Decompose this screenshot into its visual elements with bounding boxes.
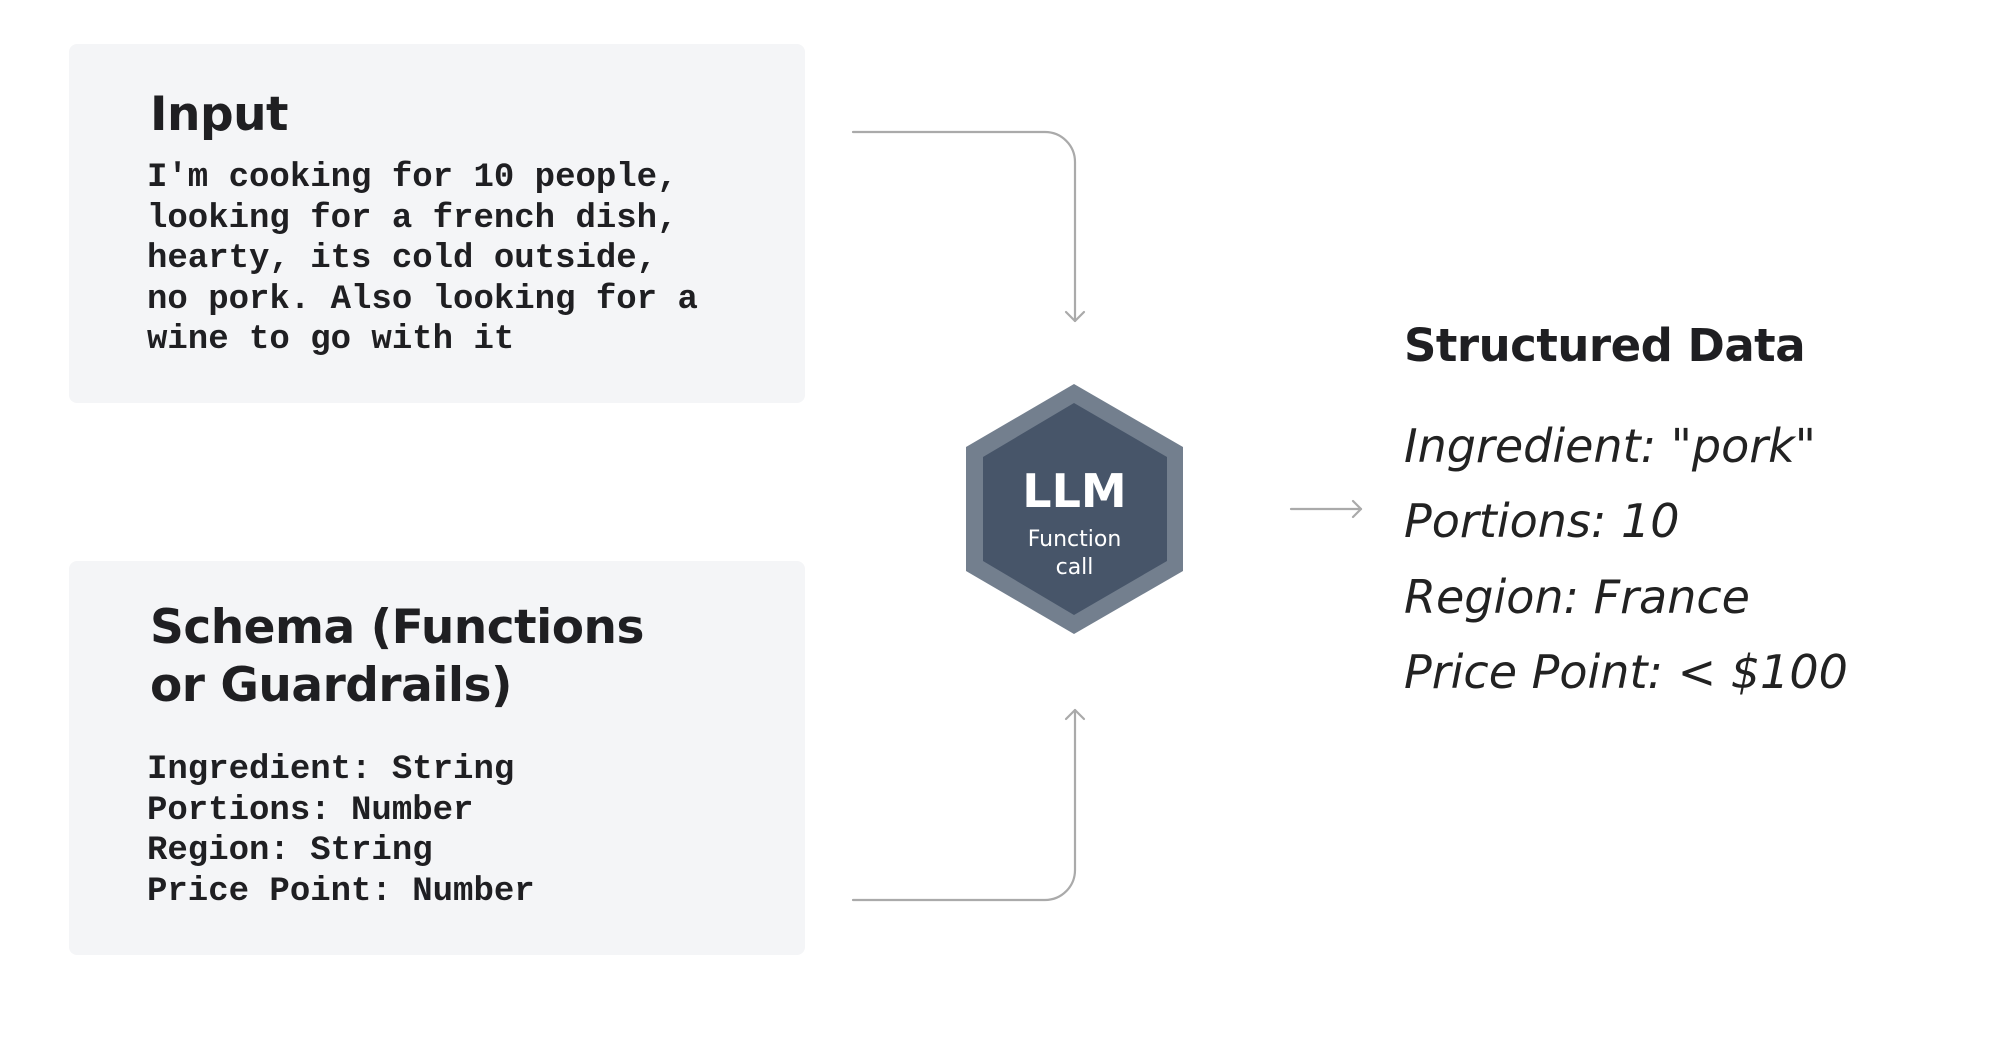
llm-subtitle-line: call — [1055, 555, 1094, 580]
structured-data-item: Portions: 10 — [1404, 494, 1680, 548]
schema-title-line: Schema (Functions — [150, 600, 644, 655]
structured-data-item: Ingredient: "pork" — [1404, 419, 1816, 473]
input-line: looking for a french dish, — [147, 199, 678, 238]
input-to-llm-arrow — [851, 130, 1077, 323]
input-line: hearty, its cold outside, — [147, 240, 658, 278]
schema-field: Portions: Number — [147, 791, 474, 830]
structured-data-title: Structured Data — [1404, 319, 1806, 372]
structured-data-item: Region: France — [1404, 570, 1750, 624]
schema-to-llm-arrow — [851, 708, 1077, 902]
schema-field: Region: String — [147, 832, 433, 870]
structured-data-item: Price Point: < $100 — [1404, 645, 1848, 699]
input-text: I'm cooking for 10 people,looking for a … — [147, 158, 698, 361]
input-card — [69, 44, 805, 403]
schema-field: Price Point: Number — [147, 872, 535, 911]
input-title: Input — [150, 87, 289, 142]
arrowhead-down-icon — [1064, 310, 1086, 323]
input-line: no pork. Also looking for a — [147, 280, 698, 319]
schema-title-line: or Guardrails) — [150, 658, 512, 713]
arrowhead-right-icon — [1351, 499, 1363, 519]
llm-subtitle-line: Function — [1027, 527, 1122, 552]
input-line: wine to go with it — [147, 321, 515, 359]
llm-title: LLM — [1022, 464, 1127, 518]
schema-field: Ingredient: String — [147, 751, 515, 789]
arrowhead-up-icon — [1064, 708, 1086, 721]
llm-hexagon-inner — [983, 403, 1167, 615]
input-line: I'm cooking for 10 people, — [147, 159, 678, 197]
schema-card — [69, 561, 805, 955]
